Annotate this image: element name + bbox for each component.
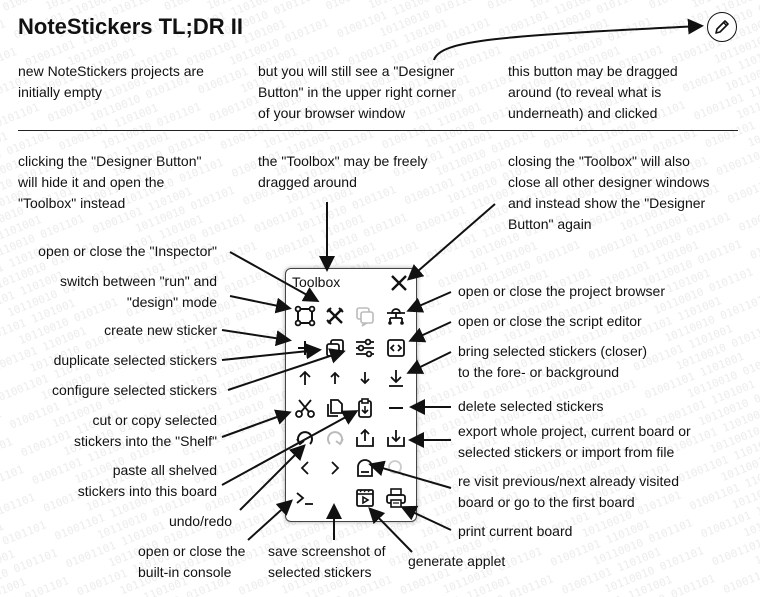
paste-button[interactable] xyxy=(353,396,377,420)
cut-button[interactable] xyxy=(293,396,317,420)
label-screenshot: save screenshot of selected stickers xyxy=(268,543,386,580)
arrow-run-design xyxy=(229,295,292,314)
page-title: NoteStickers TL;DR II xyxy=(18,14,243,39)
note-closing-toolbox: closing the "Toolbox" will also close al… xyxy=(508,153,710,232)
label-delete: delete selected stickers xyxy=(458,398,604,414)
next-board-button[interactable] xyxy=(323,456,347,480)
label-print: print current board xyxy=(458,523,573,539)
screenshot-icon xyxy=(324,487,346,509)
intro-designer-button-text: but you will still see a "Designer Butto… xyxy=(258,63,456,121)
delete-button[interactable] xyxy=(384,396,408,420)
project-browser-icon xyxy=(387,308,405,325)
export-button[interactable] xyxy=(353,426,377,450)
copy-button[interactable] xyxy=(323,396,347,420)
label-export: export whole project, current board or s… xyxy=(458,423,691,460)
project-browser-button[interactable] xyxy=(384,304,408,328)
export-icon xyxy=(356,428,374,447)
designer-button[interactable] xyxy=(707,12,737,42)
note-click-designer: clicking the "Designer Button" will hide… xyxy=(18,153,202,211)
bring-to-front-button[interactable] xyxy=(293,366,317,390)
note-toolbox-dragged: the "Toolbox" may be freely dragged arou… xyxy=(258,153,428,190)
undo-icon xyxy=(296,431,313,446)
console-icon xyxy=(296,492,313,505)
arrow-down-to-bottom-icon xyxy=(389,370,403,387)
redo-icon xyxy=(327,431,344,446)
label-cut-copy: cut or copy selected stickers into the "… xyxy=(73,412,217,449)
label-bring: bring selected stickers (closer) to the … xyxy=(458,343,648,380)
label-configure: configure selected stickers xyxy=(52,382,217,398)
label-paste: paste all shelved stickers into this boa… xyxy=(77,462,217,499)
pencil-icon xyxy=(715,20,729,34)
screenshot-button[interactable] xyxy=(323,486,347,510)
plus-icon xyxy=(298,341,312,355)
label-run-design: switch between "run" and "design" mode xyxy=(59,273,217,310)
label-script-editor: open or close the script editor xyxy=(458,313,642,329)
label-duplicate: duplicate selected stickers xyxy=(53,352,217,368)
run-design-toggle-icon xyxy=(326,307,344,325)
label-new-sticker: create new sticker xyxy=(104,322,217,338)
close-icon[interactable] xyxy=(389,273,409,293)
send-backward-button[interactable] xyxy=(353,366,377,390)
arrow-to-designer-button xyxy=(433,18,704,61)
copy-icon xyxy=(327,399,343,417)
previous-board-button[interactable] xyxy=(293,456,317,480)
undo-button[interactable] xyxy=(293,426,317,450)
label-inspector: open or close the "Inspector" xyxy=(38,243,217,259)
arrow-new-sticker xyxy=(221,329,292,347)
script-editor-icon xyxy=(387,339,405,357)
arrow-console xyxy=(247,499,293,541)
scissors-icon xyxy=(295,399,315,418)
arrow-down-small-icon xyxy=(360,372,370,385)
import-icon xyxy=(387,430,405,447)
new-sticker-button[interactable] xyxy=(293,336,317,360)
print-icon xyxy=(386,488,406,508)
applet-icon xyxy=(356,489,374,507)
bring-forward-button[interactable] xyxy=(323,366,347,390)
arrow-up-icon xyxy=(299,370,311,385)
label-undo-redo: undo/redo xyxy=(168,513,232,529)
console-button[interactable] xyxy=(293,486,317,510)
inspector-button[interactable] xyxy=(353,304,377,328)
paste-icon xyxy=(358,398,372,418)
home-icon xyxy=(357,459,373,477)
duplicate-button[interactable] xyxy=(323,336,347,360)
import-button[interactable] xyxy=(384,426,408,450)
arrow-script-editor xyxy=(408,321,452,343)
label-console: open or close the built-in console xyxy=(138,543,246,580)
search-button[interactable] xyxy=(384,456,408,480)
label-project-browser: open or close the project browser xyxy=(458,283,665,299)
redo-button[interactable] xyxy=(323,426,347,450)
selection-frame-icon xyxy=(294,305,316,327)
arrow-cut-copy xyxy=(221,409,292,438)
send-to-back-button[interactable] xyxy=(384,366,408,390)
minus-icon xyxy=(389,407,403,409)
inspector-toggle-frame-button[interactable] xyxy=(293,304,317,328)
applet-button[interactable] xyxy=(353,486,377,510)
intro-draggable-text: this button may be dragged around (to re… xyxy=(508,63,678,121)
run-design-toggle-button[interactable] xyxy=(323,304,347,328)
configure-button[interactable] xyxy=(353,336,377,360)
duplicate-icon xyxy=(326,339,344,357)
label-applet: generate applet xyxy=(408,553,506,569)
toolbox-title: Toolbox xyxy=(292,274,341,290)
sliders-icon xyxy=(356,338,374,358)
previous-icon xyxy=(300,461,309,475)
search-icon xyxy=(388,460,405,477)
label-revisit: re visit previous/next already visited b… xyxy=(458,473,679,510)
divider xyxy=(18,130,738,131)
inspector-icon xyxy=(356,307,374,327)
toolbox-window[interactable]: Toolbox xyxy=(285,268,417,522)
first-board-button[interactable] xyxy=(353,456,377,480)
print-button[interactable] xyxy=(384,486,408,510)
arrow-closing-toolbox xyxy=(406,203,496,281)
intro-empty-text: new NoteStickers projects are initially … xyxy=(18,63,204,100)
script-editor-button[interactable] xyxy=(384,336,408,360)
arrow-up-small-icon xyxy=(330,371,340,384)
next-icon xyxy=(331,461,340,475)
